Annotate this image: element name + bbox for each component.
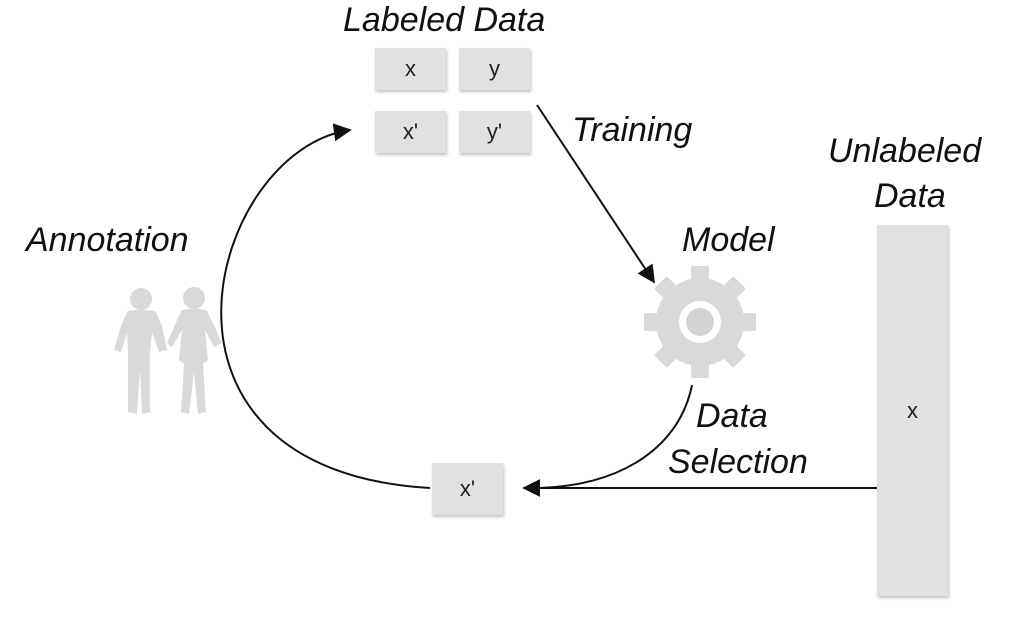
gear-icon (644, 266, 756, 378)
annotator-female-icon (167, 287, 222, 414)
annotation-arrow (220, 123, 431, 489)
model-label: Model (682, 221, 775, 259)
unlabeled-data-pool: x (877, 225, 948, 596)
training-label: Training (572, 111, 693, 149)
people-icon (114, 287, 222, 414)
unlabeled-data-title-line1: Unlabeled (828, 132, 982, 170)
labeled-x-box: x (375, 48, 446, 90)
labeled-data-title: Labeled Data (343, 1, 546, 39)
data-selection-label-line2: Selection (668, 443, 808, 481)
data-selection-label-line1: Data (696, 397, 768, 435)
training-arrow (536, 104, 655, 284)
annotator-male-icon (114, 288, 167, 414)
data-selection-curve (539, 384, 693, 489)
labeled-y-prime-box: y' (459, 111, 530, 153)
annotation-label: Annotation (26, 221, 189, 259)
selected-x-prime-box: x' (432, 463, 503, 515)
labeled-x-prime-box: x' (375, 111, 446, 153)
unlabeled-data-title-line2: Data (874, 177, 946, 215)
labeled-y-box: y (459, 48, 530, 90)
